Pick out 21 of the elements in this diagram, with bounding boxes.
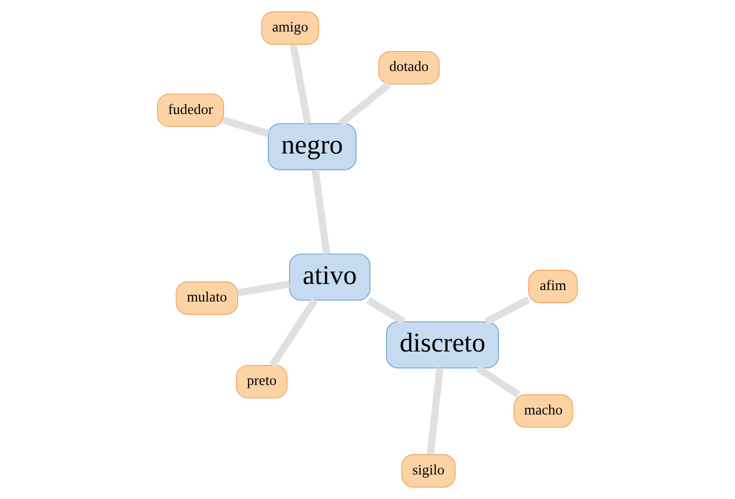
connector — [476, 365, 520, 398]
connector — [312, 170, 330, 254]
node-box: sigilo — [401, 454, 456, 488]
node-box: mulato — [176, 281, 238, 315]
connector — [269, 298, 318, 368]
node-box: preto — [236, 364, 288, 398]
node-box: amigo — [261, 11, 320, 45]
connector — [290, 44, 312, 124]
connector — [426, 368, 444, 455]
node-box: negro — [268, 123, 356, 170]
connector — [222, 116, 270, 138]
node-box: macho — [514, 394, 574, 428]
connector — [338, 81, 392, 126]
node-box: afim — [528, 270, 578, 304]
node-box: dotado — [378, 51, 440, 84]
node-box: discreto — [386, 321, 499, 368]
connector — [237, 280, 290, 296]
node-box: fudedor — [157, 94, 224, 128]
connector — [366, 297, 406, 325]
node-box: ativo — [289, 254, 370, 301]
connector — [484, 296, 530, 326]
